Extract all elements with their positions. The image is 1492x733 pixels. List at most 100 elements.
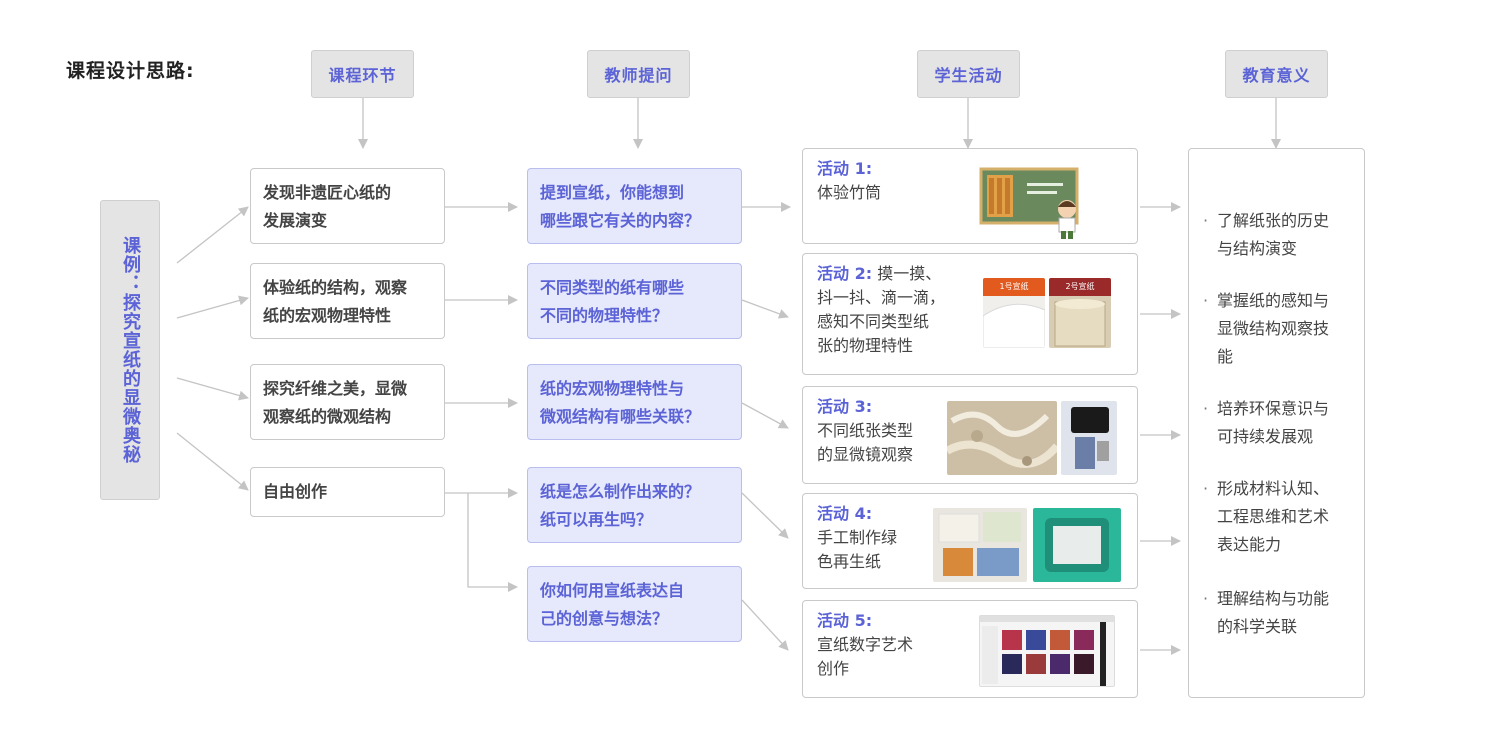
meaning-5-line-1: 理解结构与功能 <box>1217 589 1330 608</box>
activity-1-line-1: 体验竹筒 <box>817 183 882 202</box>
activity-box-3: 活动 3: 不同纸张类型 的显微镜观察 <box>802 386 1138 484</box>
paper-roll-1-icon <box>983 303 1045 348</box>
activity-3-title: 活动 3: <box>817 397 873 416</box>
educational-meaning-box: · 了解纸张的历史 与结构演变 · 掌握纸的感知与 显微结构观察技 能 · 培养… <box>1188 148 1365 698</box>
meaning-1-line-2: 与结构演变 <box>1217 239 1298 258</box>
stage-box-4: 自由创作 <box>250 467 445 517</box>
classroom-board-icon <box>979 167 1079 239</box>
activity-4-image-2 <box>1033 508 1121 582</box>
question-5-line-2: 己的创意与想法？ <box>540 609 669 628</box>
stage-3-line-2: 观察纸的微观结构 <box>263 407 392 426</box>
question-2-line-1: 不同类型的纸有哪些 <box>540 278 685 297</box>
activity-4-title: 活动 4: <box>817 504 873 523</box>
header-educational-meaning: 教育意义 <box>1225 50 1328 98</box>
activity-4-image-1 <box>933 508 1027 582</box>
question-box-1: 提到宣纸，你能想到 哪些跟它有关的内容？ <box>527 168 742 244</box>
stage-3-line-1: 探究纤维之美，显微 <box>263 379 408 398</box>
activity-2-title: 活动 2: <box>817 264 873 283</box>
question-3-line-1: 纸的宏观物理特性与 <box>540 379 685 398</box>
page-title: 课程设计思路: <box>66 60 195 82</box>
question-arrow-4 <box>741 492 789 539</box>
activity-2-line-3: 张的物理特性 <box>817 336 914 355</box>
meaning-item-3: · 培养环保意识与 可持续发展观 <box>1203 395 1330 451</box>
paper-mould-icon <box>1045 518 1109 572</box>
lesson-arrow-4 <box>176 432 249 491</box>
activity-2-image-1: 1号宣纸 <box>983 278 1045 348</box>
stage-box-2: 体验纸的结构，观察 纸的宏观物理特性 <box>250 263 445 339</box>
meaning-item-4: · 形成材料认知、 工程思维和艺术 表达能力 <box>1203 475 1330 559</box>
stage-2-line-2: 纸的宏观物理特性 <box>263 306 392 325</box>
activity-1-image <box>979 165 1087 239</box>
stage-box-1: 发现非遗匠心纸的 发展演变 <box>250 168 445 244</box>
meaning-3-line-1: 培养环保意识与 <box>1217 399 1330 418</box>
activity-3-line-2: 的显微镜观察 <box>817 445 914 464</box>
activity-2-inline: 摸一摸、 <box>877 264 942 283</box>
activity-1-title: 活动 1: <box>817 159 873 178</box>
activity-2-image-2: 2号宣纸 <box>1049 278 1111 348</box>
stage-2-line-1: 体验纸的结构，观察 <box>263 278 408 297</box>
activity-box-2: 活动 2: 摸一摸、 抖一抖、滴一滴， 感知不同类型纸 张的物理特性 1号宣纸 … <box>802 253 1138 375</box>
meaning-5-line-2: 的科学关联 <box>1217 617 1298 636</box>
activity-5-title: 活动 5: <box>817 611 873 630</box>
lesson-box: 课例：探究宣纸的显微奥秘 <box>100 200 160 500</box>
stage-4-line-1: 自由创作 <box>263 482 328 501</box>
digital-art-screen-icon <box>980 616 1114 686</box>
meaning-4-line-2: 工程思维和艺术 <box>1217 507 1330 526</box>
header-student-activity: 学生活动 <box>917 50 1020 98</box>
activity-box-4: 活动 4: 手工制作绿 色再生纸 <box>802 493 1138 589</box>
meaning-2-line-2: 显微结构观察技 <box>1217 319 1330 338</box>
activity-5-image <box>979 615 1115 687</box>
microscope-fiber-icon <box>947 411 1057 468</box>
activity-3-image-1 <box>947 401 1057 475</box>
header-course-stage: 课程环节 <box>311 50 414 98</box>
paper-roll-2-icon <box>1054 299 1106 347</box>
meaning-item-2: · 掌握纸的感知与 显微结构观察技 能 <box>1203 287 1330 371</box>
stage-arrow-5 <box>467 493 518 592</box>
paper-1-label: 1号宣纸 <box>983 278 1045 296</box>
lesson-title: 课例：探究宣纸的显微奥秘 <box>120 236 141 464</box>
paper-2-label: 2号宣纸 <box>1049 278 1111 296</box>
activity-3-image-2 <box>1061 401 1117 475</box>
meaning-3-line-2: 可持续发展观 <box>1217 427 1314 446</box>
question-1-line-2: 哪些跟它有关的内容？ <box>540 211 701 230</box>
question-arrow-3 <box>741 402 789 429</box>
header-teacher-question: 教师提问 <box>587 50 690 98</box>
stage-1-line-1: 发现非遗匠心纸的 <box>263 183 392 202</box>
meaning-item-5: · 理解结构与功能 的科学关联 <box>1203 585 1330 641</box>
stage-1-line-2: 发展演变 <box>263 211 328 230</box>
question-box-3: 纸的宏观物理特性与 微观结构有哪些关联？ <box>527 364 742 440</box>
question-4-line-2: 纸可以再生吗？ <box>540 510 653 529</box>
question-1-line-1: 提到宣纸，你能想到 <box>540 183 685 202</box>
activity-5-line-1: 宣纸数字艺术 <box>817 635 914 654</box>
question-2-line-2: 不同的物理特性？ <box>540 306 669 325</box>
recycled-paper-icon <box>938 512 1021 576</box>
meaning-item-1: · 了解纸张的历史 与结构演变 <box>1203 207 1330 263</box>
meaning-4-line-3: 表达能力 <box>1217 535 1282 554</box>
meaning-1-line-1: 了解纸张的历史 <box>1217 211 1330 230</box>
meaning-2-line-3: 能 <box>1217 347 1234 366</box>
activity-5-line-2: 创作 <box>817 659 850 678</box>
question-4-line-1: 纸是怎么制作出来的？ <box>540 482 701 501</box>
activity-box-5: 活动 5: 宣纸数字艺术 创作 <box>802 600 1138 698</box>
activity-2-line-1: 抖一抖、滴一滴， <box>817 288 946 307</box>
activity-4-line-2: 色再生纸 <box>817 552 882 571</box>
question-box-2: 不同类型的纸有哪些 不同的物理特性？ <box>527 263 742 339</box>
question-3-line-2: 微观结构有哪些关联？ <box>540 407 701 426</box>
question-arrow-2 <box>741 299 789 319</box>
phone-scope-icon <box>1071 407 1109 469</box>
activity-box-1: 活动 1: 体验竹筒 <box>802 148 1138 244</box>
stage-box-3: 探究纤维之美，显微 观察纸的微观结构 <box>250 364 445 440</box>
lesson-arrow-3 <box>176 377 249 401</box>
lesson-arrow-1 <box>176 206 249 264</box>
question-box-4: 纸是怎么制作出来的？ 纸可以再生吗？ <box>527 467 742 543</box>
lesson-arrow-2 <box>176 295 249 319</box>
meaning-4-line-1: 形成材料认知、 <box>1217 479 1330 498</box>
activity-2-line-2: 感知不同类型纸 <box>817 312 930 331</box>
question-box-5: 你如何用宣纸表达自 己的创意与想法？ <box>527 566 742 642</box>
question-arrow-5 <box>741 599 789 651</box>
activity-4-line-1: 手工制作绿 <box>817 528 898 547</box>
meaning-2-line-1: 掌握纸的感知与 <box>1217 291 1330 310</box>
activity-3-line-1: 不同纸张类型 <box>817 421 914 440</box>
question-5-line-1: 你如何用宣纸表达自 <box>540 581 685 600</box>
